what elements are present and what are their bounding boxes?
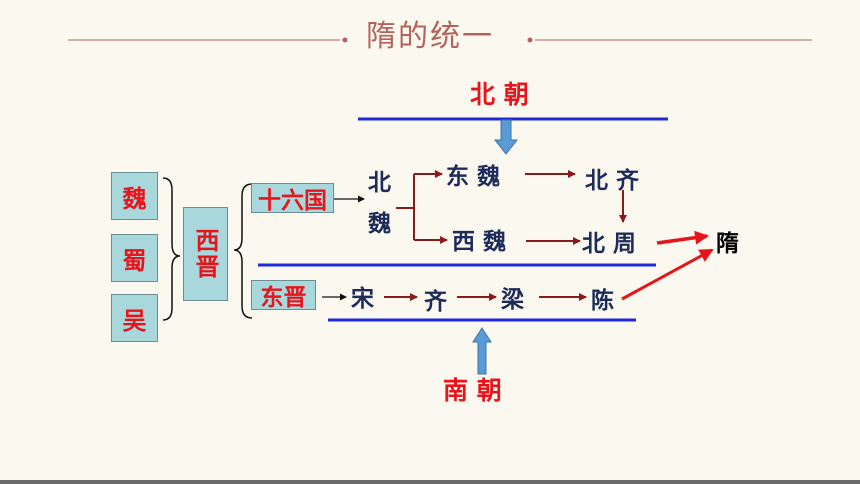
eastern-jin-box: 东晋 (251, 280, 316, 311)
brace-left (162, 177, 181, 321)
title-rule-dot-left (342, 37, 348, 43)
wei-box: 魏 (111, 172, 158, 220)
western-wei-label: 西 魏 (452, 229, 507, 255)
northern-wei-char-1: 北 (368, 170, 391, 196)
eastern-jin-label: 东晋 (260, 285, 307, 311)
title-rule-dot-right (527, 37, 533, 43)
chen-label: 陈 (591, 288, 614, 314)
sixteen-kingdoms-box: 十六国 (251, 183, 334, 214)
south-dynasties-label: 南 朝 (443, 376, 502, 405)
north-down-arrow (493, 119, 519, 155)
qi-label: 齐 (424, 289, 447, 315)
arrow-chen-to-sui (621, 248, 714, 301)
western-jin-box: 西晋 (183, 207, 228, 301)
south-up-arrow (472, 327, 492, 375)
song-label: 宋 (351, 286, 374, 312)
sixteen-kingdoms-label: 十六国 (258, 188, 327, 214)
north-dynasties-label: 北 朝 (470, 80, 529, 109)
brace-right (233, 183, 253, 319)
northern-wei-char-2: 魏 (368, 211, 391, 237)
western-jin-label: 西晋 (191, 228, 219, 280)
eastern-wei-label: 东 魏 (446, 164, 501, 190)
page-title: 隋的统一 (366, 19, 494, 54)
shu-box: 蜀 (111, 234, 158, 282)
shu-label: 蜀 (122, 246, 147, 275)
wei-label: 魏 (122, 184, 147, 213)
sui-label: 隋 (716, 231, 739, 257)
slide-bottom-border (0, 480, 860, 484)
wu-box: 吴 (111, 294, 158, 342)
northern-qi-label: 北 齐 (585, 168, 640, 194)
arrow-northernzhou-to-sui (656, 230, 709, 245)
northern-zhou-label: 北 周 (582, 231, 637, 257)
liang-label: 梁 (501, 287, 524, 313)
wu-label: 吴 (122, 306, 147, 335)
